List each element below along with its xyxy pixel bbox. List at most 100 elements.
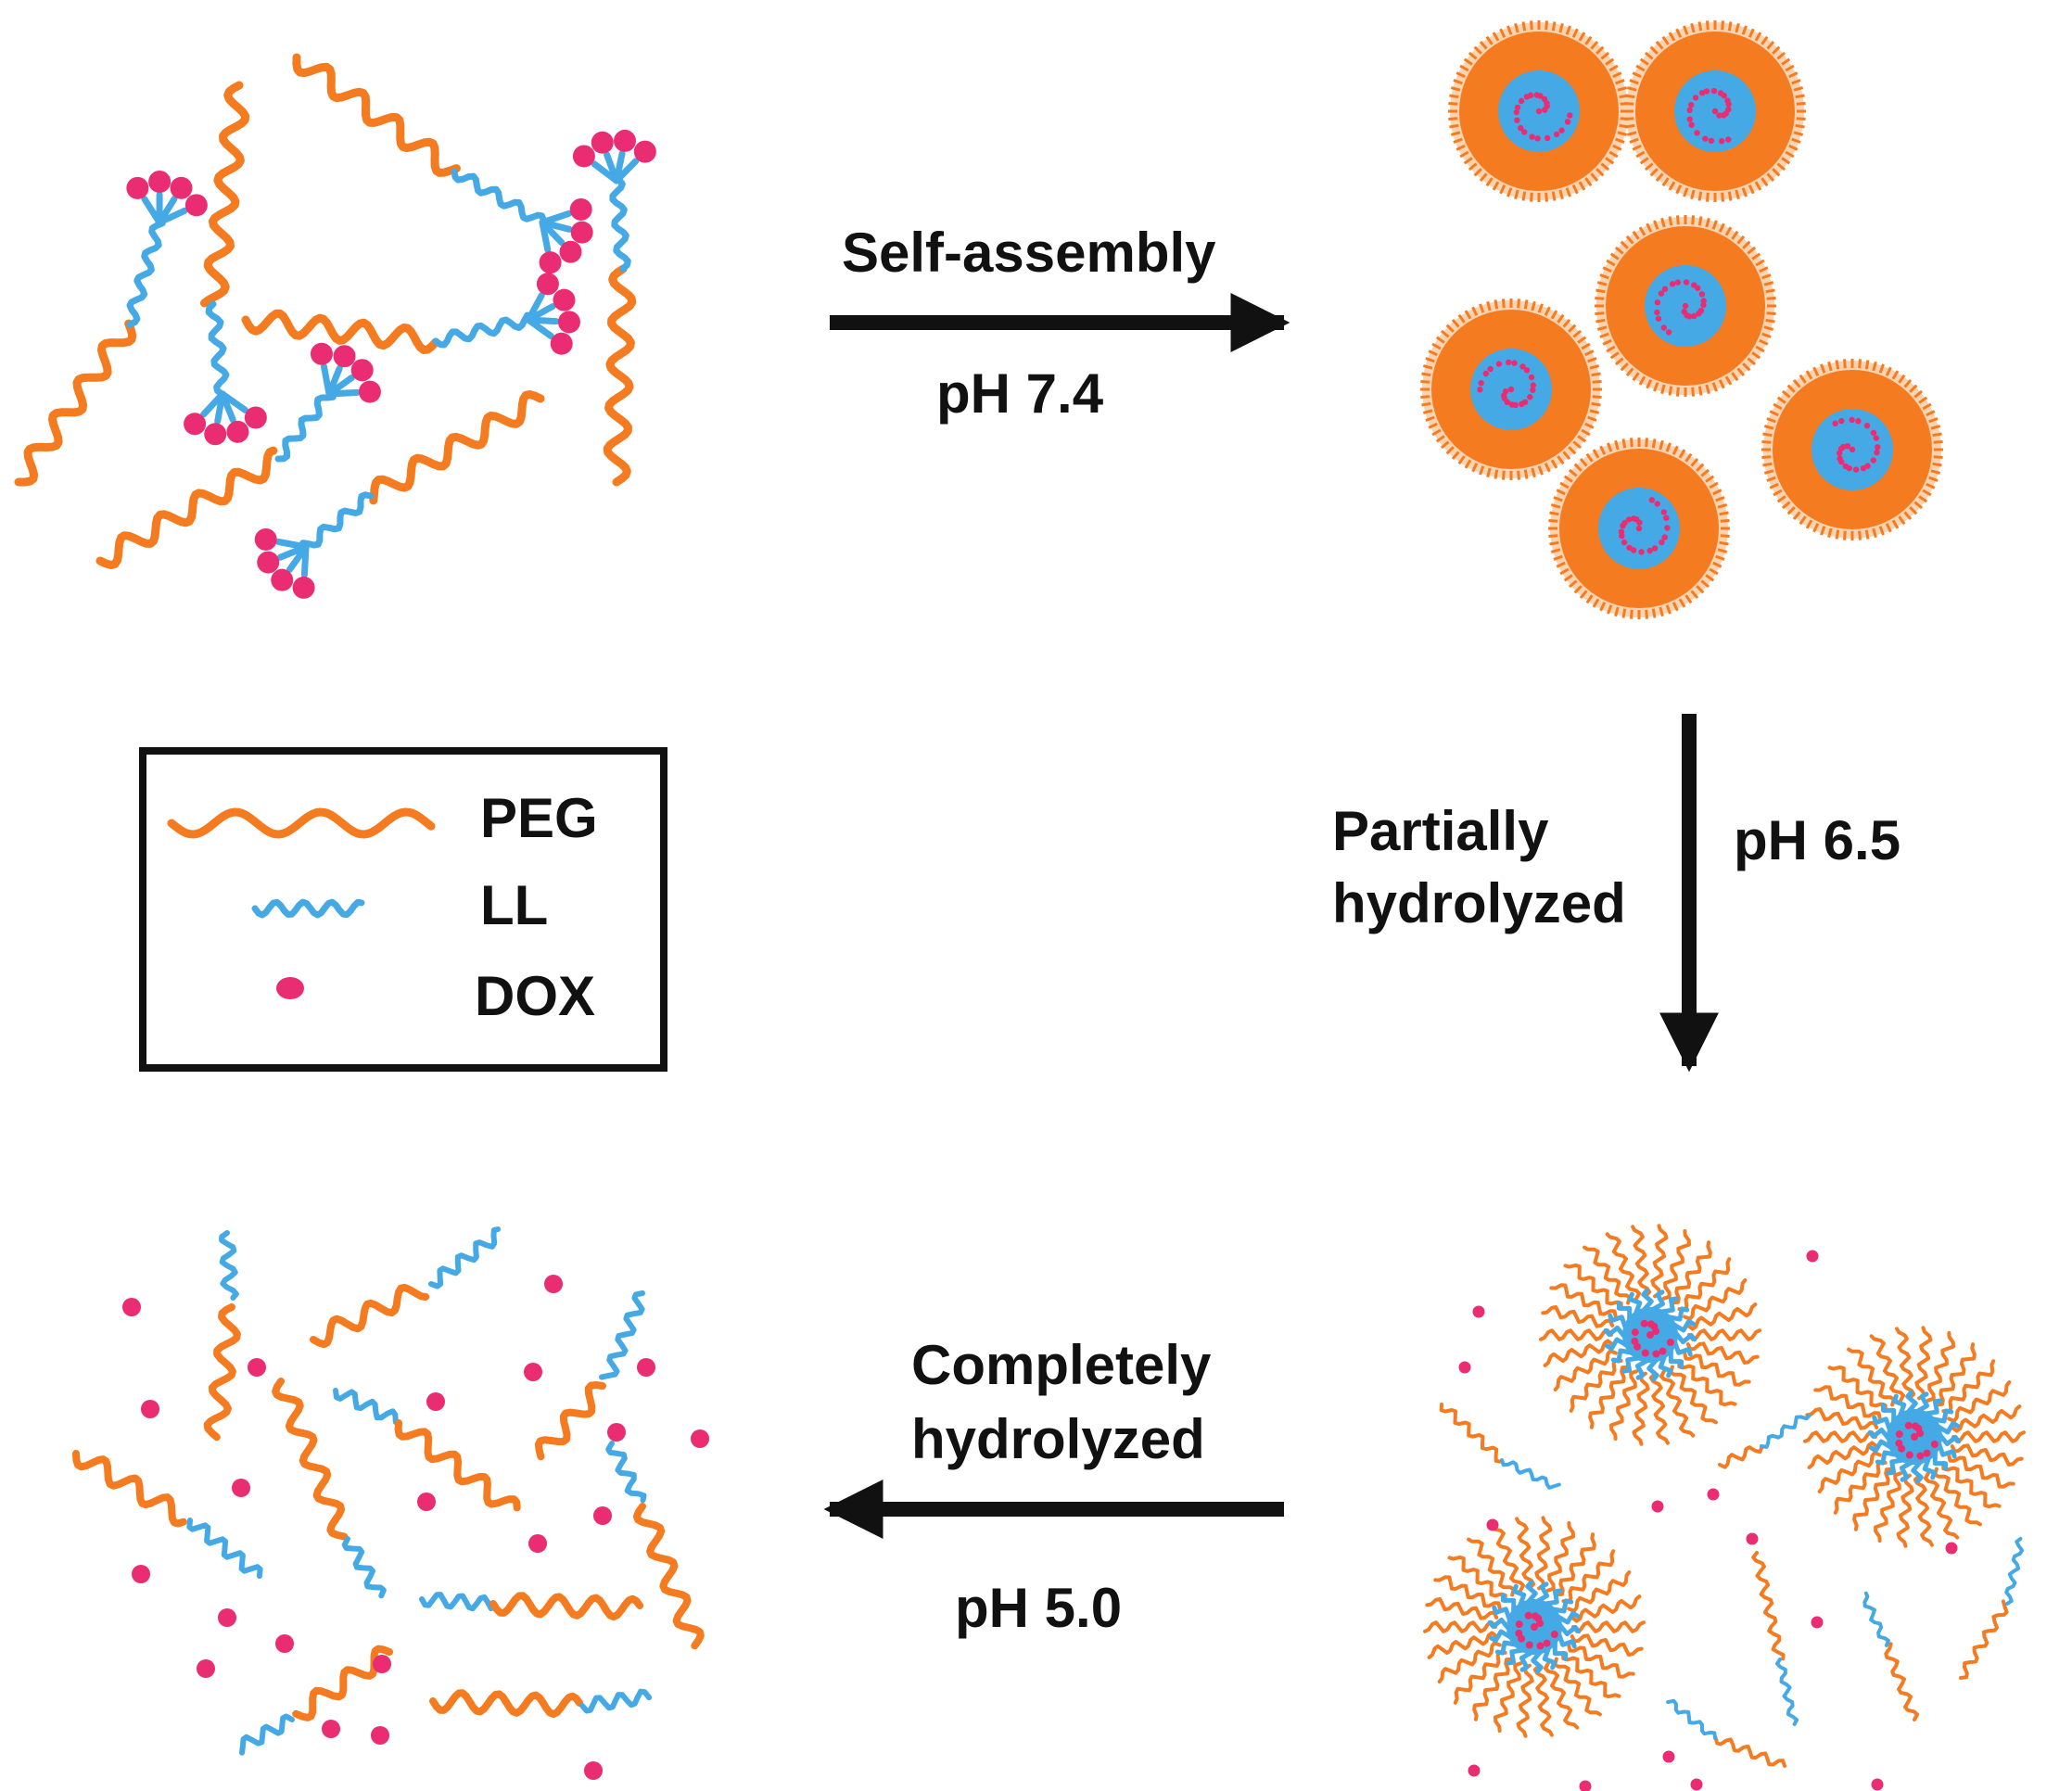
peg-brush <box>1614 246 1624 255</box>
peg-brush <box>1786 384 1796 393</box>
peg-brush <box>1486 467 1492 478</box>
peg-brush <box>1718 222 1725 233</box>
peg-brush <box>1585 452 1594 463</box>
dox-dot <box>1905 1451 1913 1459</box>
peg-brush <box>1572 440 1583 450</box>
peg-arm <box>1631 1225 1652 1299</box>
peg-brush <box>1660 384 1666 395</box>
partial-hydrolysis-label-line2: hydrolyzed <box>1332 872 1626 934</box>
peg-brush <box>1422 409 1433 414</box>
peg-brush <box>1684 594 1693 604</box>
peg-brush <box>1751 351 1761 360</box>
peg-brush <box>1898 515 1906 526</box>
peg-brush <box>1486 300 1492 311</box>
dox-dot <box>1544 134 1551 142</box>
ll-chain <box>205 300 230 398</box>
peg-brush <box>1653 382 1659 392</box>
peg-brush <box>1544 306 1551 316</box>
peg-brush <box>1523 469 1529 479</box>
peg-brush <box>1592 449 1600 459</box>
peg-brush <box>1514 189 1519 200</box>
peg-brush <box>1715 496 1725 502</box>
peg-brush <box>1761 35 1769 45</box>
peg-brush <box>1776 396 1786 404</box>
peg-brush <box>1451 451 1460 461</box>
dox-dot <box>1911 1433 1918 1441</box>
dox-dot <box>1514 117 1520 123</box>
peg-brush <box>1499 184 1506 195</box>
dox-dot <box>1838 459 1845 465</box>
peg-arm <box>1553 1657 1602 1717</box>
dox-dot <box>275 1634 294 1653</box>
dox-dot <box>1674 279 1682 286</box>
peg-brush <box>1595 311 1605 315</box>
dox-dot <box>1638 549 1645 555</box>
peg-brush <box>1581 428 1591 437</box>
dox-dot <box>1523 367 1531 374</box>
dox-dot <box>1518 124 1524 132</box>
peg-brush <box>1796 102 1806 106</box>
peg-brush <box>1820 526 1826 536</box>
peg-brush <box>1453 137 1463 144</box>
peg-brush <box>1557 455 1565 465</box>
peg-brush <box>1445 446 1455 455</box>
dox-dot <box>1515 1629 1523 1637</box>
dox-dot <box>132 1565 150 1583</box>
peg-arm <box>1941 1359 1996 1415</box>
complete-hydrolysis-label-line2: hydrolyzed <box>911 1408 1205 1470</box>
dox-dot <box>1945 1542 1958 1555</box>
dox-dot <box>1521 129 1528 135</box>
peg-brush <box>1449 123 1459 129</box>
dox-dot <box>271 568 294 591</box>
peg-chain <box>1713 1734 1786 1768</box>
dox-dot <box>1664 525 1671 531</box>
peg-brush <box>1521 21 1527 32</box>
peg-brush <box>1913 501 1924 510</box>
peg-arm <box>1515 1517 1536 1591</box>
peg-brush <box>1711 220 1718 230</box>
swollen-micelle <box>1539 1224 1761 1446</box>
dox-dot <box>1873 435 1880 441</box>
peg-brush <box>1449 94 1459 99</box>
peg-brush <box>1747 246 1757 255</box>
dox-dot <box>1904 1421 1913 1429</box>
peg-brush <box>1649 168 1659 177</box>
peg-arm <box>1427 1631 1499 1659</box>
peg-brush <box>1590 40 1599 50</box>
peg-arm <box>1545 1521 1575 1593</box>
swollen-micelle <box>1423 1516 1646 1738</box>
peg-brush <box>1645 438 1648 448</box>
peg-chain <box>95 446 278 569</box>
peg-brush <box>1420 380 1430 384</box>
ll-fragment <box>219 1230 239 1301</box>
dox-dot <box>1635 525 1643 532</box>
dox-dot <box>1711 108 1719 115</box>
peg-brush <box>1459 64 1469 72</box>
peg-brush <box>1596 325 1608 331</box>
dox-dot <box>1502 388 1509 395</box>
peg-brush <box>1918 396 1928 404</box>
dox-dot <box>1724 97 1731 104</box>
dox-dot <box>1703 88 1710 95</box>
peg-brush <box>1602 266 1612 273</box>
peg-brush <box>1431 428 1442 437</box>
peg-brush <box>1700 579 1710 589</box>
peg-brush <box>1785 150 1795 159</box>
peg-brush <box>1591 401 1601 407</box>
dox-dot <box>226 420 249 443</box>
dox-dot <box>1691 312 1697 320</box>
dox-dot <box>1875 444 1881 451</box>
dox-dot <box>1832 420 1838 426</box>
dox-dot <box>1692 95 1699 101</box>
ll-chain <box>126 220 166 328</box>
peg-brush <box>1651 438 1657 449</box>
peg-brush <box>1632 372 1640 382</box>
peg-brush <box>1678 449 1686 459</box>
peg-arm <box>1453 1649 1507 1705</box>
peg-brush <box>1690 457 1699 467</box>
peg-brush <box>1933 455 1943 459</box>
peg-arm <box>1588 1365 1631 1429</box>
peg-brush <box>1571 28 1579 38</box>
peg-brush <box>1812 366 1820 376</box>
peg-brush <box>1592 380 1602 384</box>
